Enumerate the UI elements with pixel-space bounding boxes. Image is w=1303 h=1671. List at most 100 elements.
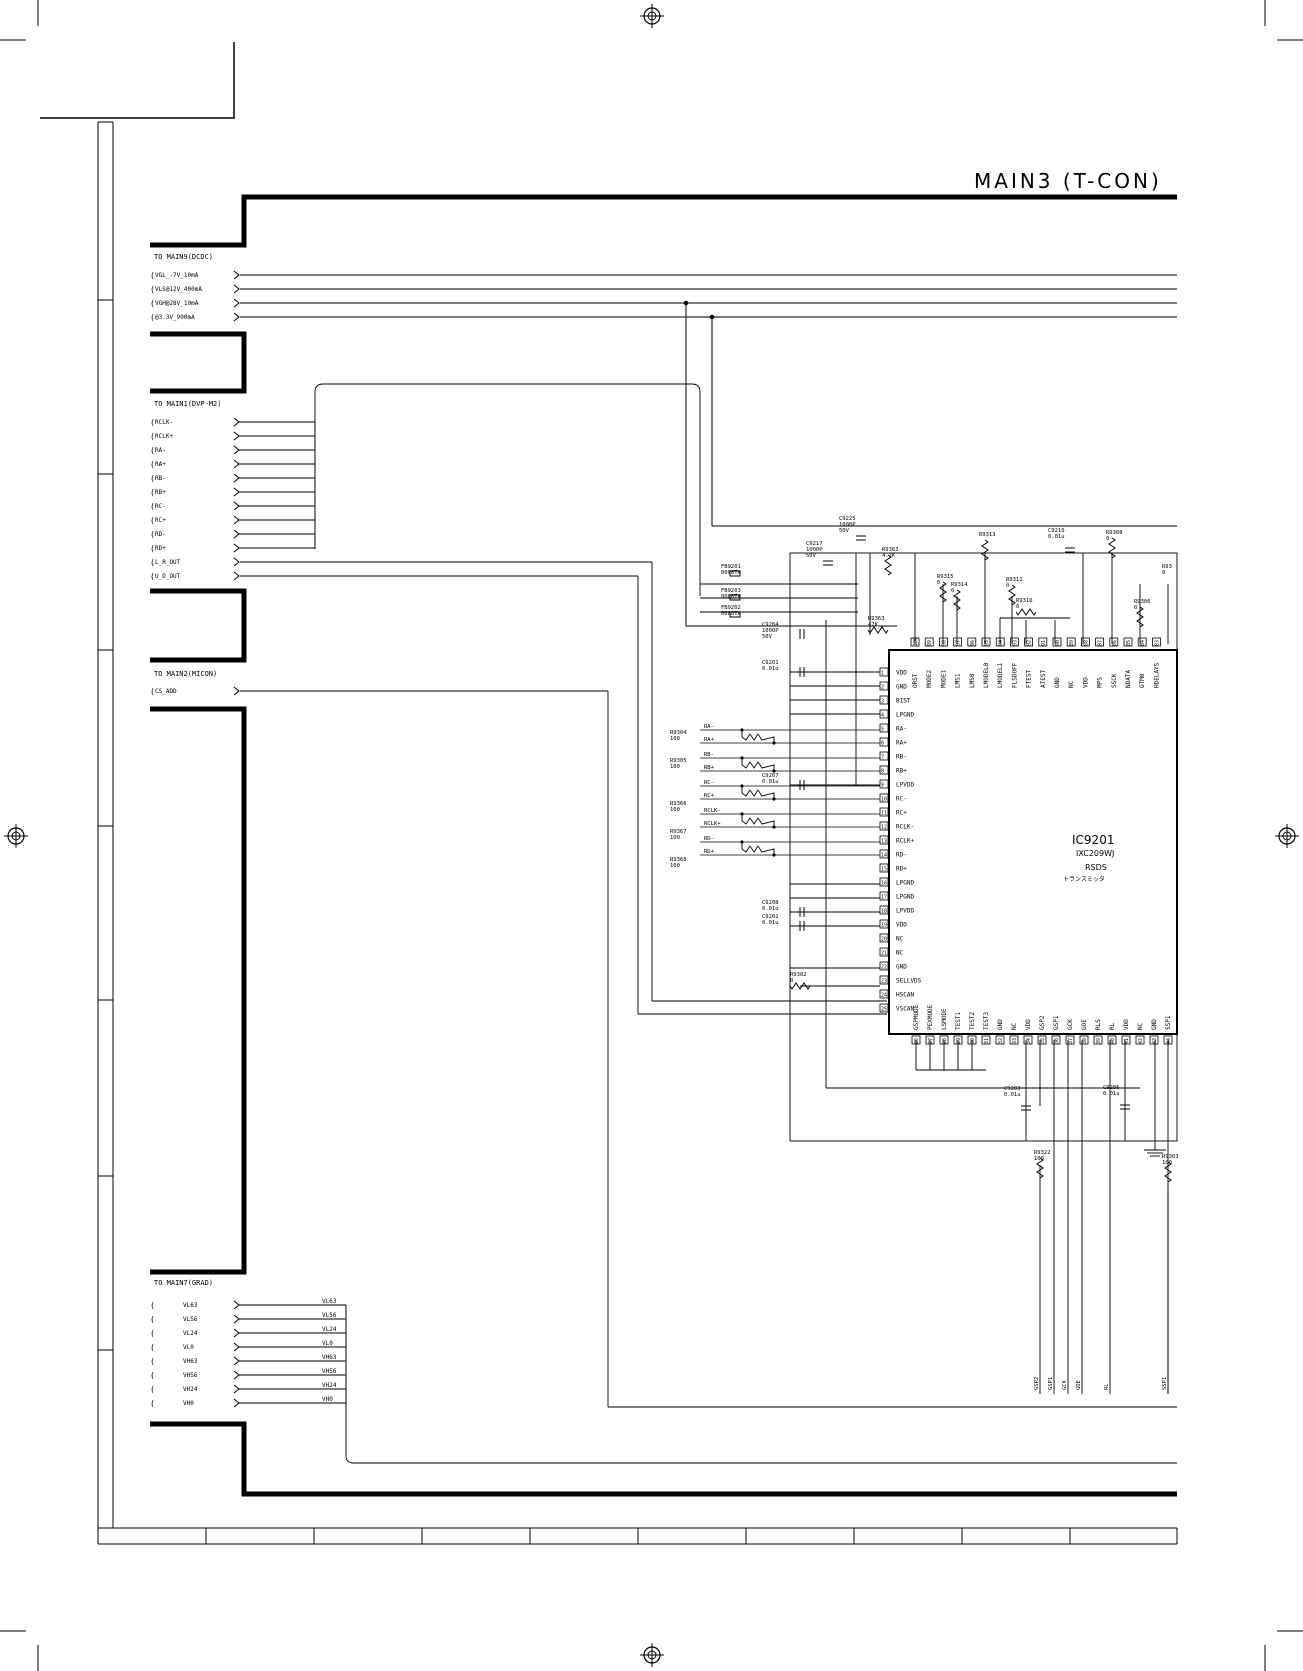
termination-pair: RCLK-RCLK+ xyxy=(700,808,880,829)
junction-dot xyxy=(740,840,744,844)
grad-net-label: VH63 xyxy=(322,1354,337,1361)
pin-box xyxy=(981,637,991,647)
pin-label: RA- xyxy=(155,447,166,454)
pin-label: VH56 xyxy=(183,1372,198,1379)
pin-arrow xyxy=(233,1398,240,1408)
registration-mark-bottom xyxy=(640,1643,664,1667)
pin-name: GSP1 xyxy=(1053,1015,1060,1030)
pin-name: RB+ xyxy=(896,768,907,775)
pin-arrow xyxy=(233,459,240,469)
pin-box xyxy=(879,737,889,747)
pin-arrow xyxy=(233,686,240,696)
pin-bracket: ( xyxy=(150,558,155,567)
resistor-zigzag xyxy=(1108,537,1116,559)
registration-mark-top xyxy=(640,4,664,28)
pin-label: VL24 xyxy=(183,1330,198,1337)
pin-number: 8 xyxy=(881,769,884,775)
pin-number: 98 xyxy=(941,640,947,646)
termination-pair: RA-RA+ xyxy=(700,724,880,745)
pin-name: LMODEL1 xyxy=(997,662,1004,688)
bottom-net-label: RL xyxy=(1104,1383,1110,1390)
section-border xyxy=(150,194,1177,1497)
component-rating: 50V xyxy=(762,634,773,640)
component-label: R9303 xyxy=(1162,1154,1179,1160)
pin-number: 3 xyxy=(881,699,884,705)
pin-bracket: ( xyxy=(150,502,155,511)
pin-number: 6 xyxy=(881,741,884,747)
pin-box xyxy=(1149,1035,1159,1045)
pin-name: LPGND xyxy=(896,880,914,887)
pin-number: 35 xyxy=(1040,1038,1046,1044)
pin-box xyxy=(1095,637,1104,647)
pin-name: NC xyxy=(1137,1022,1144,1030)
component-value: 0.01u xyxy=(762,779,779,785)
component-label: R9367 xyxy=(670,829,687,835)
pin-bracket: ( xyxy=(150,271,155,280)
pin-name: RD+ xyxy=(896,866,907,873)
pin-label: L_R_OUT xyxy=(155,559,181,566)
pin-name: GND xyxy=(896,684,907,691)
pin-arrow xyxy=(233,298,240,308)
pin-name: LMODEL0 xyxy=(983,662,990,688)
bottom-net-label: GSP2 xyxy=(1034,1377,1040,1390)
net-label: RCLK- xyxy=(704,808,721,814)
pin-box xyxy=(1051,1035,1061,1045)
resistor-zigzag xyxy=(741,758,775,771)
pin-name: RC- xyxy=(896,796,907,803)
net-label: RB- xyxy=(704,752,714,758)
ic9201-desc2: トランスミッタ xyxy=(1063,875,1105,883)
component-value: 0.01u xyxy=(762,920,779,926)
pin-box xyxy=(879,751,889,761)
pin-box xyxy=(1152,637,1161,647)
pin-bracket: ( xyxy=(150,299,155,308)
pin-bracket: ( xyxy=(150,460,155,469)
resistor-zigzag xyxy=(789,982,811,990)
pin-bracket: ( xyxy=(150,1301,155,1310)
connector-pin: (VGL_-7V_10mA xyxy=(150,270,240,280)
pin-arrow xyxy=(233,1370,240,1380)
termination-pair: RB-RB+ xyxy=(700,752,880,773)
component-value: 0 xyxy=(951,588,954,594)
resistor-zigzag xyxy=(1164,1161,1172,1183)
pin-bracket: ( xyxy=(150,488,155,497)
pin-bracket: ( xyxy=(150,687,155,696)
pin-box xyxy=(879,989,889,999)
pin-number: 13 xyxy=(881,839,887,845)
component-label: C9201 xyxy=(762,660,779,666)
pin-name: NC xyxy=(896,936,904,943)
component-value: 100 xyxy=(670,764,680,770)
pin-arrow xyxy=(233,501,240,511)
pin-box xyxy=(879,877,889,887)
bottom-net-label: GCK xyxy=(1062,1379,1068,1390)
pin-number: 94 xyxy=(998,640,1004,646)
pin-number: 33 xyxy=(1012,1038,1018,1044)
component-label: C9208 xyxy=(762,900,779,906)
termination-pair: RC-RC+ xyxy=(700,780,880,801)
component-label: C9203 xyxy=(1004,1086,1021,1092)
pin-box xyxy=(1023,1035,1033,1045)
pin-number: 1 xyxy=(881,671,884,677)
pin-box xyxy=(879,723,889,733)
pin-name: NC xyxy=(1068,680,1075,688)
junction-dot xyxy=(740,728,744,732)
component-label: C9225 xyxy=(839,516,856,522)
bottom-net-label: GOE xyxy=(1076,1380,1082,1390)
component-value: 0 xyxy=(1106,536,1109,542)
component-value: 0.01u xyxy=(1004,1092,1021,1098)
pin-name: RB- xyxy=(896,754,907,761)
